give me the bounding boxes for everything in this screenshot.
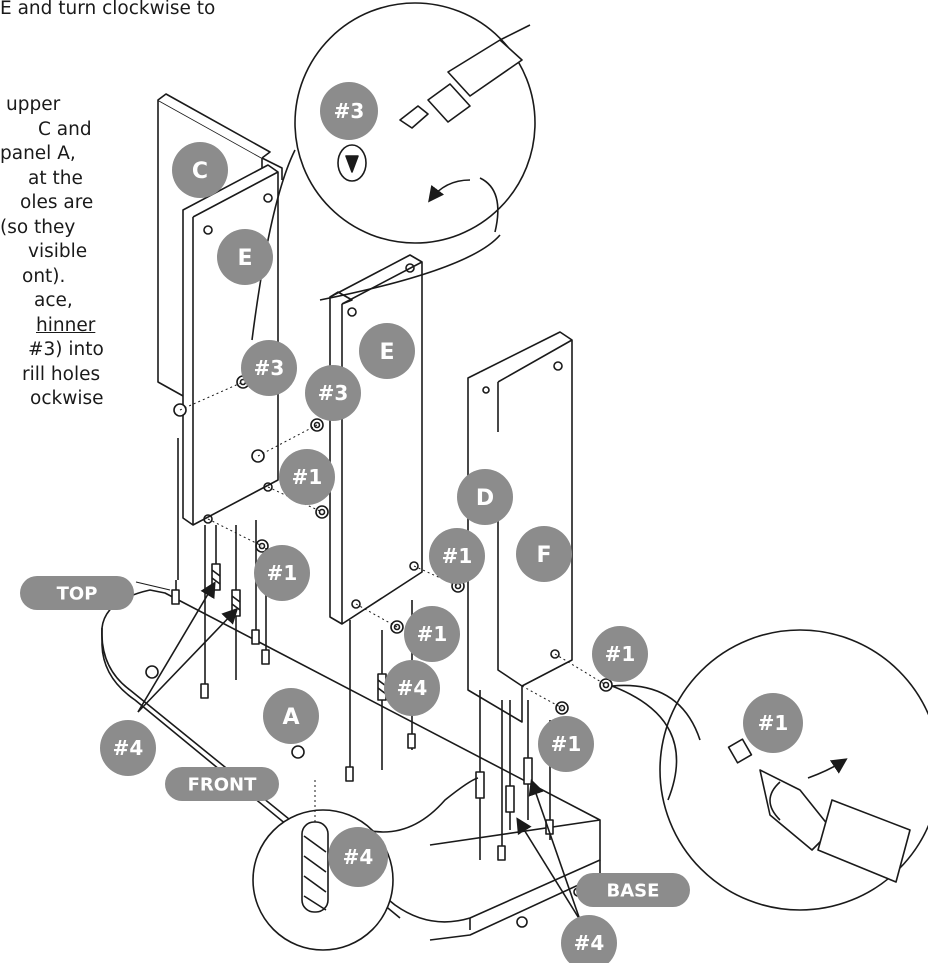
dowel-bottom-badge-label: #4 — [574, 931, 605, 955]
bolt-1f-badge-label: #1 — [551, 732, 582, 756]
bolt-zoom-badge-label: #1 — [758, 711, 789, 735]
panel-e-center-badge — [359, 323, 415, 379]
panel-e-left-badge-label: E — [237, 246, 252, 271]
panel-a-badge-label: A — [282, 705, 299, 730]
bolt-1b-badge — [254, 545, 310, 601]
zoom-circle-bolt — [611, 629, 928, 911]
cam-mid2-badge-label: #3 — [318, 381, 349, 405]
front-label-pill — [165, 767, 279, 801]
panel-e-center-badge-label: E — [379, 340, 394, 365]
dowel-mid-badge-label: #4 — [397, 676, 428, 700]
bolt-1b-badge-label: #1 — [267, 561, 298, 585]
bolt-1a-badge-label: #1 — [292, 465, 323, 489]
dowel-zoom-badge-label: #4 — [343, 845, 374, 869]
panel-d-badge-label: D — [476, 486, 494, 511]
dowel-bottom-badge — [561, 915, 617, 967]
bolt-1c-badge — [429, 528, 485, 584]
panel-a-badge — [263, 688, 319, 744]
zoom-circle-cam — [251, 2, 536, 341]
dowels-and-bolts — [171, 520, 554, 861]
bolt-1e-badge-label: #1 — [605, 642, 636, 666]
dowel-zoom-badge — [328, 827, 388, 887]
dowel-arrows — [137, 581, 581, 921]
base-label: BASE — [607, 880, 660, 901]
dowel-left-badge — [100, 720, 156, 776]
bolt-1f-badge — [538, 716, 594, 772]
front-label: FRONT — [188, 774, 258, 795]
panel-f-badge-label: F — [536, 543, 551, 568]
base-label-pill — [576, 873, 690, 907]
cam-mid1-badge-label: #3 — [254, 356, 285, 380]
panel-f-badge — [516, 526, 572, 582]
bolt-1d-badge-label: #1 — [417, 622, 448, 646]
panel-e-left-badge — [217, 229, 273, 285]
cam-top-badge-label: #3 — [334, 99, 365, 123]
top-label-pill — [20, 576, 134, 610]
dowel-left-badge-label: #4 — [113, 736, 144, 760]
cam-mid1-badge — [241, 340, 297, 396]
dowel-mid-badge — [384, 660, 440, 716]
cam-mid2-badge — [305, 365, 361, 421]
panel-d-f — [467, 331, 573, 723]
panel-e-center — [329, 254, 423, 625]
bolt-1d-badge — [404, 606, 460, 662]
panel-c-badge-label: C — [192, 159, 208, 184]
bolt-1c-badge-label: #1 — [442, 544, 473, 568]
panel-d-badge — [457, 469, 513, 525]
top-label: TOP — [57, 583, 98, 604]
panel-c-badge — [172, 142, 228, 198]
bolt-1a-badge — [279, 449, 335, 505]
cam-top-badge — [320, 82, 378, 140]
bolt-1e-badge — [592, 626, 648, 682]
bolt-zoom-badge — [743, 693, 803, 753]
